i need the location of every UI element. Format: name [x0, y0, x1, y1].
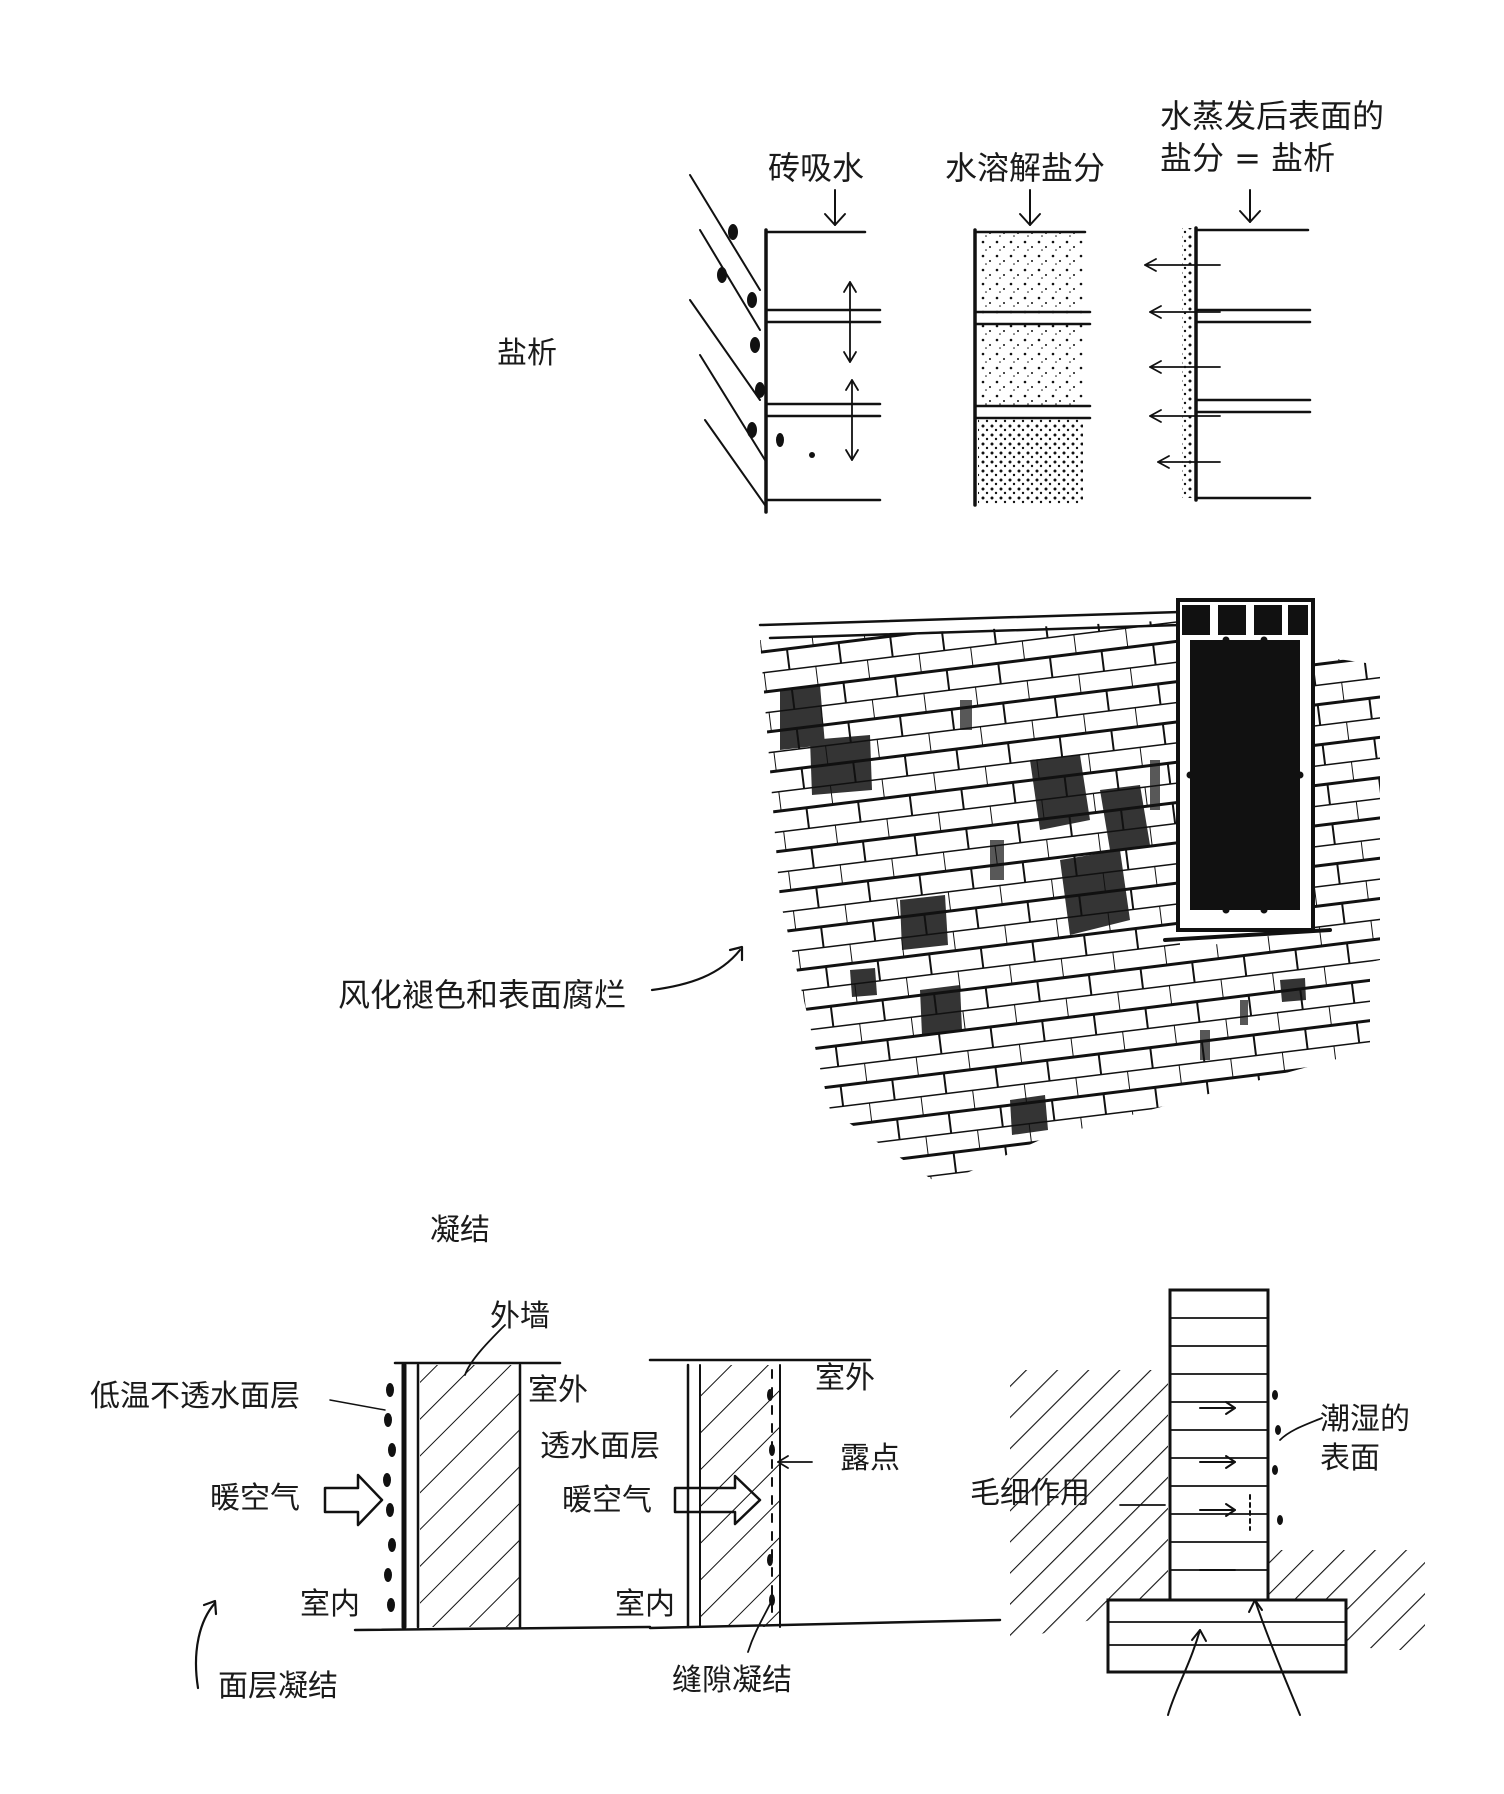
caption-interstitial-condensation: 缝隙凝结: [672, 1663, 792, 1698]
step-water-dissolves-salts: 水溶解盐分: [945, 149, 1106, 187]
efflorescence-title: 盐析: [497, 336, 557, 371]
label-warm-air-2: 暖空气: [562, 1483, 652, 1518]
surface-condensation-drawing: [194, 1324, 652, 1690]
weathering-caption: 风化褪色和表面腐烂: [338, 976, 627, 1014]
brick-absorbs-water-drawing: [689, 174, 882, 514]
label-exterior-wall: 外墙: [490, 1299, 550, 1334]
label-indoor-1: 室内: [300, 1587, 360, 1622]
caption-surface-condensation: 面层凝结: [218, 1669, 338, 1704]
label-permeable-layer: 透水面层: [540, 1429, 660, 1464]
capillary-action-drawing: [1010, 1288, 1425, 1716]
window-drawing: [1163, 598, 1332, 942]
label-outdoor-2: 室外: [815, 1361, 875, 1396]
label-impermeable-layer: 低温不透水面层: [90, 1379, 300, 1414]
interstitial-condensation-drawing: [648, 1358, 1002, 1653]
label-indoor-2: 室内: [615, 1587, 675, 1622]
water-dissolves-salts-drawing: [973, 189, 1092, 507]
label-outdoor-1: 室外: [528, 1373, 588, 1408]
label-capillary-action: 毛细作用: [970, 1476, 1090, 1511]
step-efflorescence-result: 水蒸发后表面的盐分 = 盐析: [1160, 97, 1385, 177]
salt-on-surface-drawing: [1144, 189, 1312, 502]
label-warm-air-1: 暖空气: [210, 1481, 300, 1516]
label-dew-point: 露点: [840, 1441, 900, 1476]
label-damp-surface: 潮湿的表面: [1320, 1402, 1410, 1476]
weathered-brick-wall-sketch: [650, 598, 1380, 1185]
step-brick-absorbs-water: 砖吸水: [768, 149, 865, 187]
condensation-title: 凝结: [430, 1213, 490, 1248]
